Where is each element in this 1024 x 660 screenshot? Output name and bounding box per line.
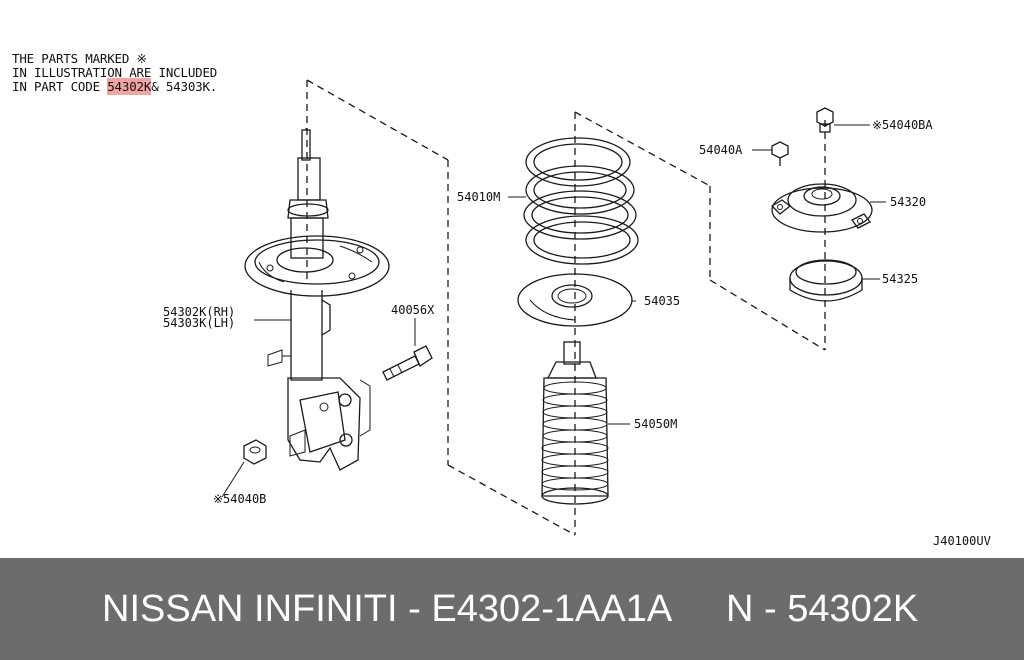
label-bolt-40056x: 40056X [391, 303, 435, 317]
note-line-3-suffix: & 54303K. [151, 79, 218, 94]
dust-boot-54050m [541, 341, 609, 505]
note-line-2: IN ILLUSTRATION ARE INCLUDED [12, 65, 218, 80]
leader-lines [221, 124, 886, 498]
label-spring-54010m: 54010M [457, 190, 500, 204]
highlighted-part-code: 54302K [107, 78, 152, 95]
group-dashed-frame [306, 79, 826, 536]
bolt-40056x [382, 345, 433, 381]
spring-seat-54035 [517, 273, 633, 327]
note-line-3: IN PART CODE 54302K& 54303K. [12, 78, 218, 95]
label-bearing-54325: 54325 [882, 272, 918, 286]
label-bolt-54040a: 54040A [699, 143, 743, 157]
label-strut-rh: 54302K(RH) [163, 305, 235, 319]
footer-oem-code: N - 54302K [726, 588, 919, 630]
label-bolt-54040ba: ※54040BA [872, 118, 933, 132]
label-mount-54320: 54320 [890, 195, 926, 209]
bolt-54040ba [816, 107, 834, 133]
footer-part-number: NISSAN INFINITI - E4302-1AA1A [102, 588, 673, 630]
label-strut-lh: 54303K(LH) [163, 316, 235, 330]
nut-54040b [243, 439, 267, 465]
exploded-parts-diagram: 54302K(RH) 54303K(LH) 40056X ※54040B 540… [163, 79, 991, 548]
bolt-54040a [771, 141, 789, 166]
diagram-code: J40100UV [933, 534, 991, 548]
coil-spring-54010m [523, 137, 639, 265]
bearing-54325 [789, 259, 863, 302]
label-nut-54040b: ※54040B [213, 492, 266, 506]
note-line-3-prefix: IN PART CODE [12, 79, 108, 94]
footer-bar: NISSAN INFINITI - E4302-1AA1A N - 54302K [0, 558, 1024, 660]
parts-note: THE PARTS MARKED ※ IN ILLUSTRATION ARE I… [12, 51, 218, 95]
label-boot-54050m: 54050M [634, 417, 677, 431]
strut-mount-54320 [770, 183, 873, 233]
strut-assembly [244, 128, 390, 471]
label-seat-54035: 54035 [644, 294, 680, 308]
note-line-1: THE PARTS MARKED ※ [12, 51, 147, 66]
